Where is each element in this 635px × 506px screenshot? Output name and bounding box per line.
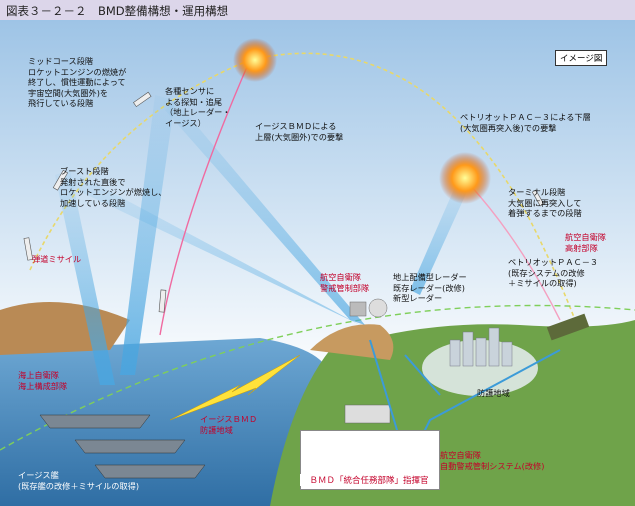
building-icon <box>488 327 500 367</box>
aegis-ship-icon <box>39 414 151 429</box>
radars-label: 地上配備型レーダー 既存レーダー(改修) 新型レーダー <box>393 272 467 303</box>
hq-label: ＢＭＤ「統合任務部隊」指揮官 <box>300 474 438 486</box>
sensor-beam-ship-1 <box>120 95 175 375</box>
radar-dome-icon <box>368 298 388 318</box>
sensor-beam-radar-2 <box>60 170 362 326</box>
defense-range-arc <box>0 304 635 451</box>
title-bar: 図表３－２－２ BMD整備構想・運用構想 <box>0 0 635 20</box>
bmd-scene <box>0 20 635 506</box>
building-icon <box>475 337 487 367</box>
sm3-missile-icon <box>158 289 167 313</box>
midcourse-label: ミッドコース段階 ロケットエンジンの燃焼が 終了し、慣性運動によって 宇宙空間(… <box>28 56 127 108</box>
building-icon <box>449 339 461 367</box>
trajectory-arc <box>29 52 576 321</box>
datalink-lightning <box>169 354 301 421</box>
terminal-missile-icon <box>531 189 545 207</box>
sea <box>0 338 330 506</box>
radar-antenna-icon <box>349 301 367 317</box>
sm3-path <box>159 59 251 336</box>
aegis-ship-label: イージス艦 (既存艦の改修＋ミサイルの取得) <box>18 470 140 491</box>
ballistic-missile-icon <box>23 237 34 261</box>
command-building-icon <box>344 404 391 424</box>
aegis-ship-icon <box>74 439 186 454</box>
pac3-lower-label: ペトリオットＰＡＣ－３による下層 (大気圏再突入後)での要撃 <box>460 112 591 133</box>
sensor-beam-radar-3 <box>410 180 470 295</box>
defense-area-label: 防護地域 <box>477 388 510 398</box>
link-arrow <box>404 354 441 396</box>
asdf-airdefense-label: 航空自衛隊 高射部隊 <box>565 232 606 253</box>
midcourse-missile-icon <box>133 91 152 108</box>
building-icon <box>462 331 474 367</box>
msdf-label: 海上自衛隊 海上構成部隊 <box>18 370 68 391</box>
aegis-ship-icon <box>94 464 206 479</box>
sensor-beam-ship-2 <box>55 170 115 385</box>
building-icon <box>501 341 513 367</box>
ballistic-missile-label: 弾道ミサイル <box>32 254 82 264</box>
asdf-warning-label: 航空自衛隊 警戒管制部隊 <box>320 272 370 293</box>
figure-title: 図表３－２－２ BMD整備構想・運用構想 <box>6 4 229 18</box>
aegis-bmd-label: イージスＢＭＤによる 上層(大気圏外)での要撃 <box>255 121 344 142</box>
pac3-launcher-icon <box>546 313 590 341</box>
terminal-label: ターミナル段階 大気圏に再突入して 着弾するまでの段階 <box>508 187 582 218</box>
asdf-jadge-label: 航空自衛隊 自動警戒管制システム(改修) <box>440 450 545 471</box>
aegis-defense-area-label: イージスＢＭＤ 防護地域 <box>200 414 258 435</box>
lower-intercept-blast <box>439 152 491 204</box>
sensor-beam-radar-1 <box>165 100 365 325</box>
upper-intercept-blast <box>233 38 277 82</box>
sensors-label: 各種センサに よる探知・追尾 （地上レーダー・ イージス） <box>165 86 231 128</box>
image-tag: イメージ図 <box>555 50 608 66</box>
pac3-system-label: ペトリオットＰＡＣ－３ (既存システムの改修 ＋ミサイルの取得) <box>508 257 599 288</box>
boost-label: ブースト段階 発射された直後で ロケットエンジンが燃焼し、 加速している段階 <box>60 166 167 208</box>
boost-missile-icon <box>52 169 69 191</box>
link-arrow <box>369 339 401 441</box>
